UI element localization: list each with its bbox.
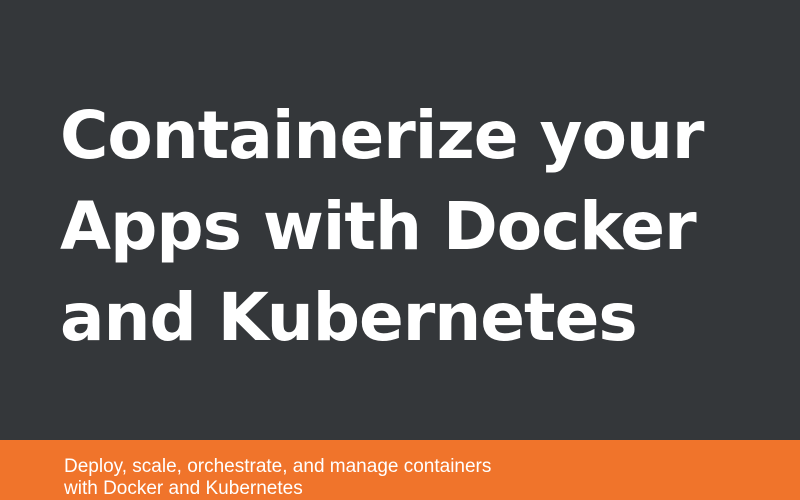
subtitle-line-1: Deploy, scale, orchestrate, and manage c… — [64, 456, 492, 477]
subtitle-band: Deploy, scale, orchestrate, and manage c… — [0, 440, 800, 500]
title-line-2: Apps with Docker — [60, 188, 697, 265]
book-title: Containerize your Apps with Docker and K… — [60, 90, 780, 363]
title-line-3: and Kubernetes — [60, 279, 638, 356]
subtitle-line-2: with Docker and Kubernetes — [64, 478, 303, 499]
title-line-1: Containerize your — [60, 97, 704, 174]
